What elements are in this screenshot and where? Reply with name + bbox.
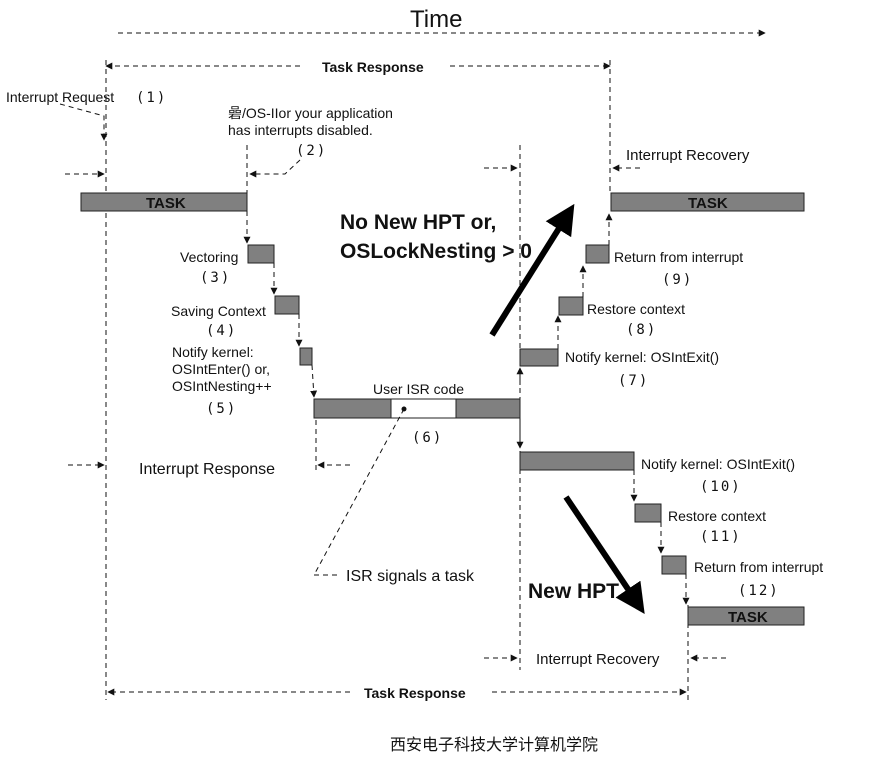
return-top-label: Return from interrupt [614, 249, 743, 265]
notify-exit-top-bar [519, 348, 559, 367]
task-bar-right-top [610, 192, 805, 212]
notify-exit-bottom-label: Notify kernel: OSIntExit() [641, 456, 795, 472]
step-9-label: (9) [662, 272, 693, 288]
return-top-bar [585, 244, 610, 264]
step-4-label: (4) [206, 323, 237, 339]
user-isr-bar-left [313, 398, 392, 419]
interrupt-response-label: Interrupt Response [139, 461, 275, 478]
step-1-label: (1) [136, 90, 167, 106]
user-isr-bar-right [455, 398, 521, 419]
step-7-label: (7) [618, 373, 649, 389]
restore-context-top-bar [558, 296, 584, 316]
vectoring-bar [247, 244, 275, 264]
restore-context-top-label: Restore context [587, 301, 685, 317]
isr-signal-dot [401, 406, 407, 412]
step-11-label: (11) [700, 529, 742, 545]
notify-enter-line2: OSIntEnter() or, [172, 361, 270, 377]
step-2-label: (2) [296, 143, 327, 159]
restore-context-bottom-bar [634, 503, 662, 523]
notify-exit-top-label: Notify kernel: OSIntExit() [565, 349, 719, 365]
vectoring-label: Vectoring [180, 249, 238, 265]
task-bar-left-label: TASK [146, 195, 186, 212]
user-isr-label: User ISR code [373, 381, 464, 397]
institution-caption: 西安电子科技大学计算机学院 [390, 735, 598, 754]
step-6-label: (6) [412, 430, 443, 446]
time-title: Time [410, 6, 462, 33]
task-response-top-label: Task Response [322, 59, 424, 75]
return-bottom-bar [661, 555, 687, 575]
restore-context-bottom-label: Restore context [668, 508, 766, 524]
no-new-hpt-line2: OSLockNesting > 0 [340, 240, 532, 263]
user-isr-arrow [310, 364, 318, 398]
notify-exit-bottom-bar [519, 451, 635, 471]
interrupt-recovery-top-label: Interrupt Recovery [626, 147, 750, 164]
return-bottom-label: Return from interrupt [694, 559, 823, 575]
task-bar-right-top-label: TASK [688, 195, 728, 212]
isr-signals-label: ISR signals a task [346, 568, 475, 585]
task-bar-left [80, 192, 248, 212]
task-bar-bottom-label: TASK [728, 609, 768, 626]
user-isr-bar-gap [390, 398, 457, 419]
notify-enter-line1: Notify kernel: [172, 344, 254, 360]
step-10-label: (10) [700, 479, 742, 495]
interrupts-disabled-line1: 碞/OS-IIor your application [228, 105, 393, 121]
notify-enter-line3: OSIntNesting++ [172, 378, 272, 394]
interrupts-disabled-arrow [249, 159, 301, 178]
new-hpt-big-arrow [563, 495, 645, 614]
task-bar-bottom [687, 606, 805, 626]
saving-context-bar [274, 295, 300, 315]
interrupt-request-arrow [59, 103, 108, 141]
task-response-bottom-label: Task Response [364, 685, 466, 701]
interrupt-request-label: Interrupt Request [6, 89, 114, 105]
interrupt-recovery-bottom-label: Interrupt Recovery [536, 651, 660, 668]
step-3-label: (3) [200, 270, 231, 286]
saving-context-label: Saving Context [171, 303, 266, 319]
new-hpt-label: New HPT [528, 580, 619, 603]
isr-signal-pointer [313, 408, 405, 576]
step-8-label: (8) [626, 322, 657, 338]
no-new-hpt-line1: No New HPT or, [340, 211, 496, 234]
step-5-label: (5) [206, 401, 237, 417]
notify-enter-bar [299, 347, 313, 366]
interrupts-disabled-line2: has interrupts disabled. [228, 122, 373, 138]
no-new-hpt-big-arrow [489, 203, 575, 337]
step-12-label: (12) [738, 583, 780, 599]
